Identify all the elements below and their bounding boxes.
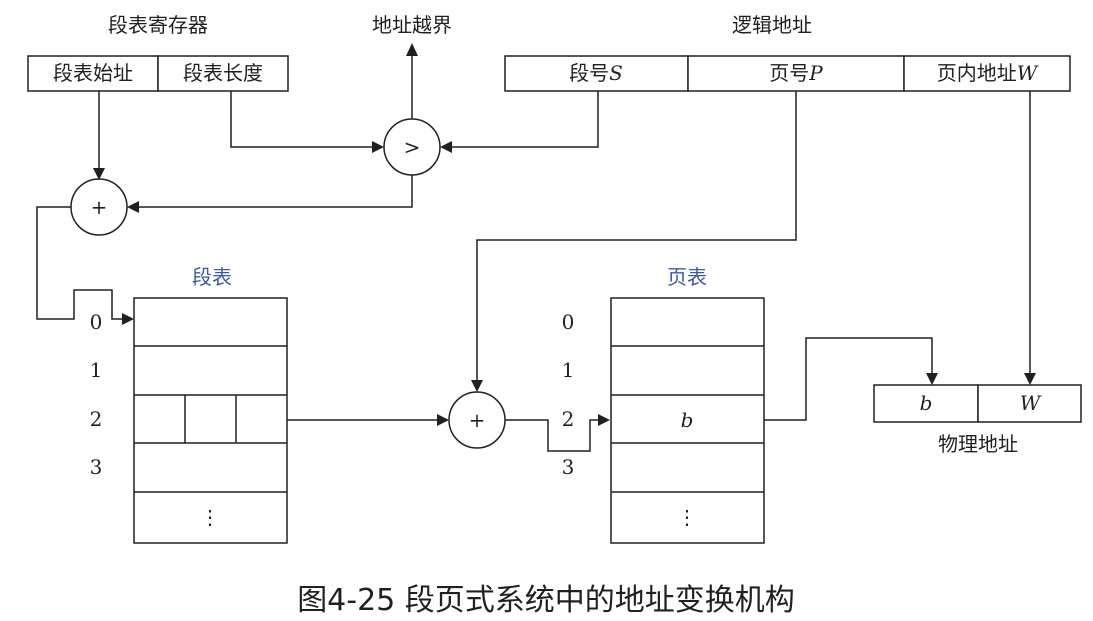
arrow-into-comparator-left bbox=[372, 141, 384, 153]
segment-row-label-1: 1 bbox=[90, 358, 103, 382]
segment-register-title: 段表寄存器 bbox=[108, 13, 208, 37]
segment-adder-symbol: + bbox=[91, 195, 108, 219]
arrow-into-segment-table bbox=[122, 313, 134, 325]
page-offset-cell bbox=[903, 55, 1071, 92]
physical-address-title: 物理地址 bbox=[938, 432, 1018, 456]
segment-table-start-label: 段表始址 bbox=[53, 61, 133, 85]
physical-block-cell bbox=[873, 384, 979, 423]
segment-table-ellipsis: ⋮ bbox=[200, 505, 220, 529]
page-adder-symbol: + bbox=[469, 408, 486, 432]
page-row-label-1: 1 bbox=[562, 358, 575, 382]
arrow-out-of-bounds bbox=[406, 43, 418, 56]
arrow-into-page-adder-top bbox=[471, 380, 483, 392]
comparator-symbol: > bbox=[404, 135, 421, 159]
page-table-title: 页表 bbox=[667, 265, 707, 289]
page-row-label-2: 2 bbox=[562, 407, 575, 431]
physical-offset-cell bbox=[977, 384, 1082, 423]
line-page-entry-to-physical bbox=[764, 337, 933, 421]
segment-table-length-label: 段表长度 bbox=[183, 61, 263, 85]
line-adder-to-segment-table bbox=[36, 206, 122, 320]
segment-number-cell bbox=[504, 55, 689, 92]
segment-table-start-cell bbox=[27, 55, 159, 92]
page-table-ellipsis: ⋮ bbox=[677, 505, 697, 529]
out-of-bounds-label: 地址越界 bbox=[372, 13, 452, 37]
segment-row-label-2: 2 bbox=[90, 407, 103, 431]
segment-table-title: 段表 bbox=[192, 265, 232, 289]
page-row-label-3: 3 bbox=[562, 455, 575, 479]
physical-offset-label: W bbox=[1020, 391, 1042, 415]
arrow-into-segment-adder-right bbox=[127, 201, 139, 213]
line-length-to-comparator bbox=[230, 91, 374, 148]
arrow-into-comparator-right bbox=[440, 141, 452, 153]
physical-block-label: b bbox=[920, 391, 933, 415]
arrow-into-segment-adder bbox=[93, 168, 105, 180]
segment-table-length-cell bbox=[157, 55, 289, 92]
line-adder-to-page-table bbox=[505, 419, 598, 452]
arrow-into-physical-block bbox=[926, 373, 938, 385]
segment-table bbox=[133, 297, 288, 544]
page-offset-label: 页内地址W bbox=[937, 61, 1039, 85]
arrow-into-page-table bbox=[598, 414, 610, 426]
line-segnum-to-comparator bbox=[452, 91, 599, 148]
segment-row-label-0: 0 bbox=[90, 310, 103, 334]
arrow-into-page-adder-left bbox=[437, 414, 449, 426]
arrow-into-physical-offset bbox=[1024, 373, 1036, 385]
page-row-label-0: 0 bbox=[562, 310, 575, 334]
page-number-label: 页号P bbox=[769, 61, 823, 85]
figure-caption: 图4-25 段页式系统中的地址变换机构 bbox=[297, 583, 795, 618]
segment-number-label: 段号S bbox=[569, 61, 623, 85]
page-table-block-label: b bbox=[681, 408, 694, 432]
line-pagenum-to-adder bbox=[476, 91, 797, 380]
segment-row-label-3: 3 bbox=[90, 455, 103, 479]
line-comparator-to-adder bbox=[139, 175, 413, 208]
logical-address-title: 逻辑地址 bbox=[732, 13, 812, 37]
